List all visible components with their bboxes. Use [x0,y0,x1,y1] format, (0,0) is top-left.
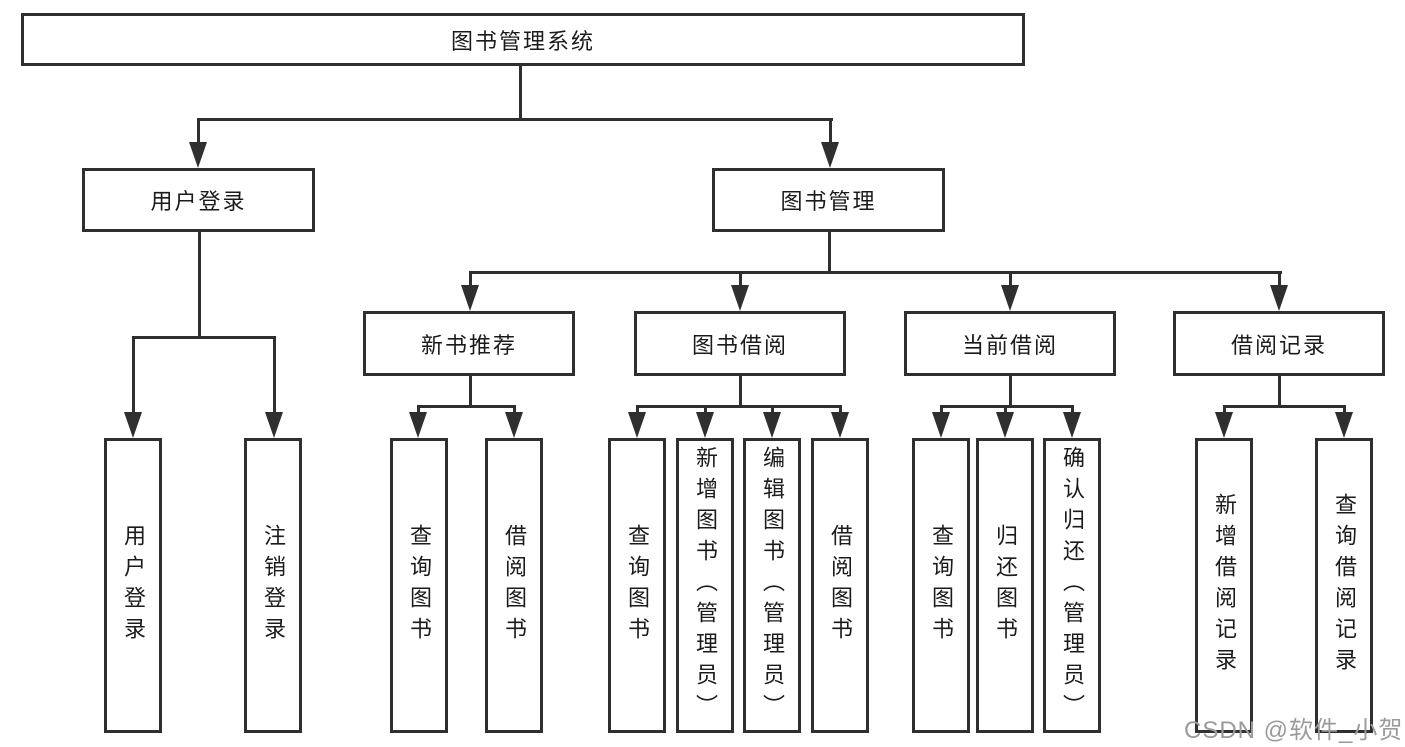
node-current-borrowing: 当前借阅 [904,311,1116,376]
arrow-down-icon [831,412,849,438]
leaf-search-books-current: 查询图书 [912,438,970,733]
connector-line [1343,405,1346,415]
arrow-down-icon [461,285,479,311]
arrow-down-icon [996,412,1014,438]
connector-line [1071,405,1074,415]
arrow-down-icon [1215,412,1233,438]
arrow-down-icon [821,142,839,168]
connector-line [940,405,1074,408]
leaf-search-books-recommend: 查询图书 [390,438,448,733]
connector-line [132,336,276,339]
connector-line [739,376,742,407]
leaf-confirm-return-admin: 确认归还（管理员） [1043,438,1101,733]
arrow-down-icon [1001,285,1019,311]
connector-line [839,405,842,415]
node-book-borrowing: 图书借阅 [634,311,846,376]
csdn-watermark: CSDN @软件_小贺同学 [1184,717,1405,744]
connector-line [469,271,472,287]
leaf-edit-books-admin: 编辑图书（管理员） [743,438,801,733]
connector-line [197,118,200,146]
connector-line [197,118,833,121]
leaf-logout: 注销登录 [244,438,302,733]
node-book-management: 图书管理 [712,168,945,232]
node-user-login: 用户登录 [82,168,315,232]
arrow-down-icon [628,412,646,438]
connector-line [940,405,943,415]
connector-line [417,405,516,408]
connector-line [828,232,831,274]
arrow-down-icon [265,412,283,438]
node-library-management-system: 图书管理系统 [21,13,1025,66]
connector-line [704,405,707,415]
connector-line [771,405,774,415]
connector-line [636,405,639,415]
node-new-book-recommendation: 新书推荐 [363,311,575,376]
leaf-return-books: 归还图书 [976,438,1034,733]
arrow-down-icon [1335,412,1353,438]
connector-line [417,405,420,415]
connector-line [1223,405,1346,408]
arrow-down-icon [696,412,714,438]
arrow-down-icon [932,412,950,438]
node-borrowing-records: 借阅记录 [1173,311,1385,376]
connector-line [469,271,1282,274]
arrow-down-icon [1270,285,1288,311]
connector-line [519,66,522,119]
leaf-add-borrow-record: 新增借阅记录 [1195,438,1253,733]
connector-line [513,405,516,415]
connector-line [636,405,842,408]
arrow-down-icon [124,412,142,438]
leaf-add-books-admin: 新增图书（管理员） [676,438,734,733]
connector-line [273,336,276,414]
connector-line [1278,271,1281,287]
arrow-down-icon [505,412,523,438]
connector-line [1223,405,1226,415]
connector-line [1009,376,1012,407]
leaf-search-borrow-record: 查询借阅记录 [1315,438,1373,733]
arrow-down-icon [763,412,781,438]
leaf-borrow-books-recommend: 借阅图书 [485,438,543,733]
leaf-search-books-borrow: 查询图书 [608,438,666,733]
arrow-down-icon [189,142,207,168]
connector-line [469,376,472,407]
leaf-user-login: 用户登录 [104,438,162,733]
connector-line [1278,376,1281,407]
connector-line [739,271,742,287]
connector-line [198,232,201,338]
arrow-down-icon [409,412,427,438]
connector-line [132,336,135,414]
leaf-borrow-books: 借阅图书 [811,438,869,733]
connector-line [1004,405,1007,415]
arrow-down-icon [731,285,749,311]
connector-line [829,118,832,146]
connector-line [1009,271,1012,287]
arrow-down-icon [1063,412,1081,438]
